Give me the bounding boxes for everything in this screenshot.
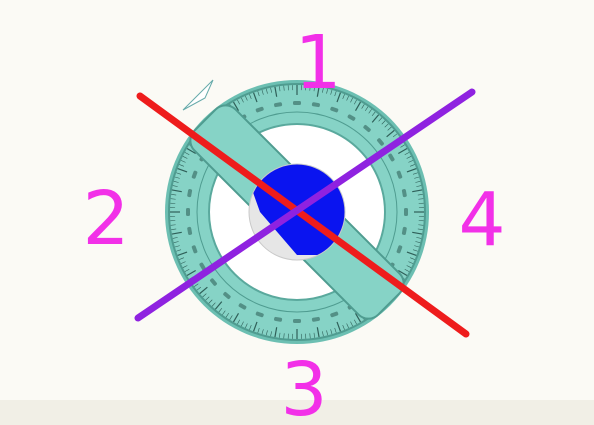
quadrant-label-3: 3 xyxy=(280,347,327,425)
quadrant-label-1: 1 xyxy=(294,20,341,106)
quadrant-label-2: 2 xyxy=(82,176,129,262)
quadrant-label-4: 4 xyxy=(458,177,505,263)
protractor-scale-numeral xyxy=(404,208,408,216)
protractor-scale-numeral xyxy=(186,208,190,216)
protractor-scale-numeral xyxy=(293,319,301,323)
